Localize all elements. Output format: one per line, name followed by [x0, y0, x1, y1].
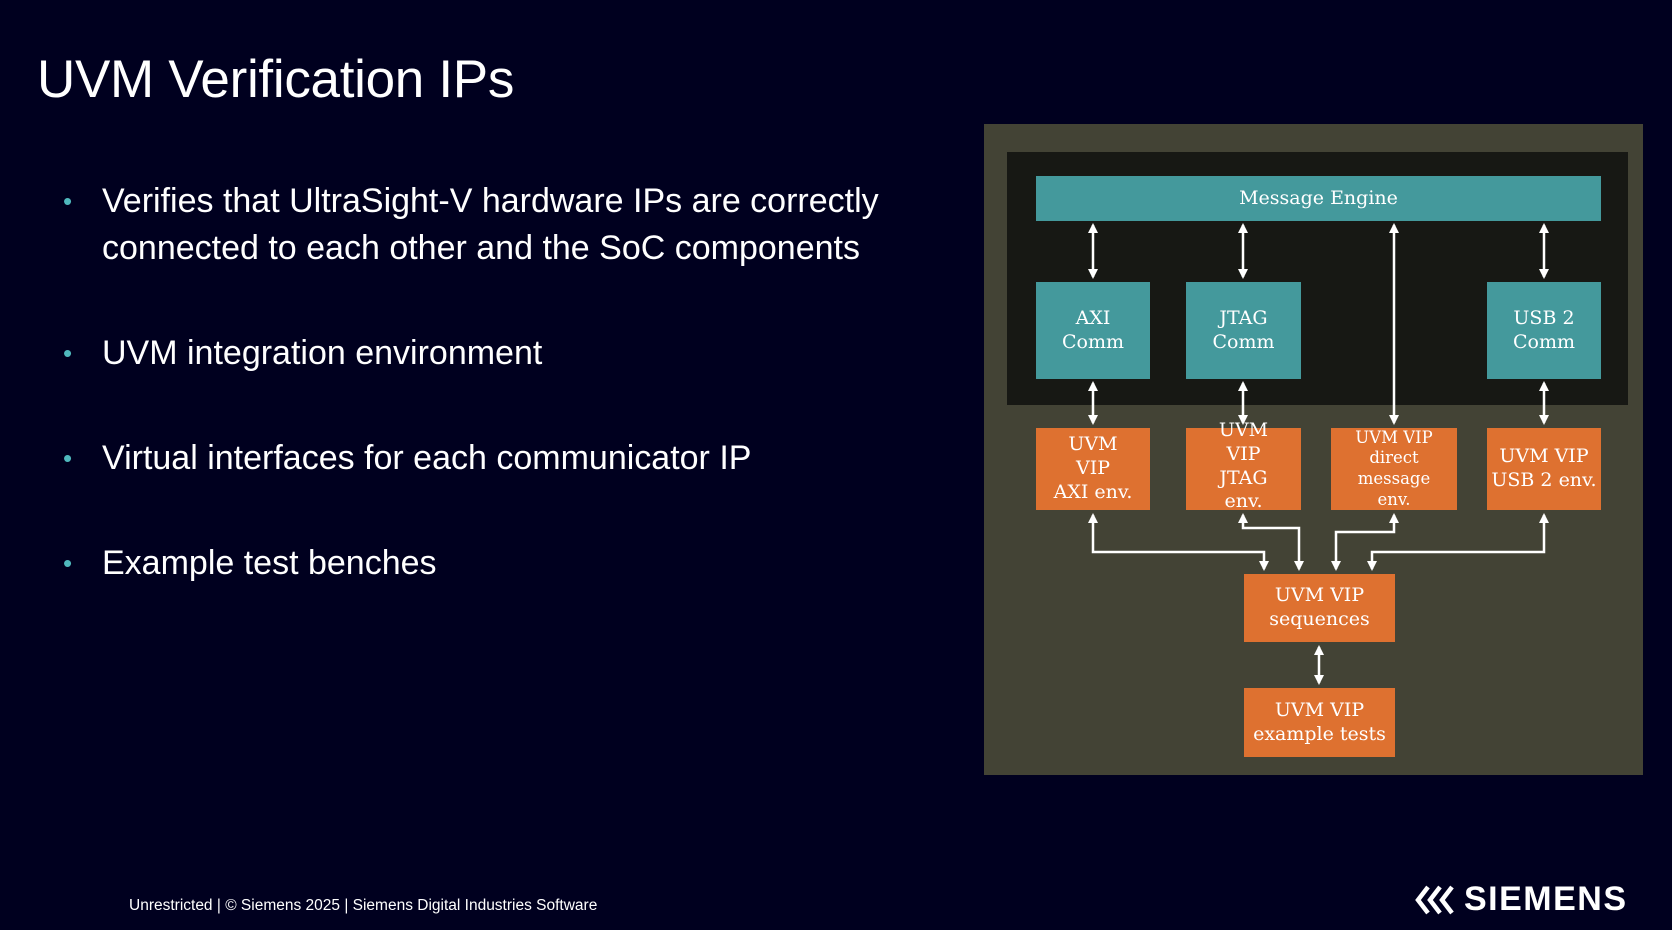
bullet-dot-icon: • — [63, 338, 73, 368]
uvm-vip-direct-box: UVM VIP direct message env. — [1331, 428, 1457, 510]
bullet-item: • Example test benches — [60, 540, 940, 587]
bullet-dot-icon: • — [63, 548, 73, 578]
arrow-usbvip-seq — [1367, 513, 1549, 571]
uvm-vip-usb-box: UVM VIP USB 2 env. — [1487, 428, 1601, 510]
jtag-comm-box: JTAG Comm — [1186, 282, 1301, 379]
uvm-vip-jtag-box: UVM VIP JTAG env. — [1186, 419, 1301, 512]
siemens-logo: SIEMENS — [1414, 880, 1628, 919]
uvm-vip-sequences-box: UVM VIP sequences — [1244, 574, 1395, 642]
siemens-wordmark: SIEMENS — [1464, 880, 1628, 918]
uvm-vip-axi-label: UVM VIP AXI env. — [1053, 433, 1133, 503]
arrow-jtagvip-seq — [1238, 513, 1304, 571]
slide-title: UVM Verification IPs — [37, 50, 515, 109]
architecture-diagram: Message Engine AXI Comm JTAG Comm USB 2 … — [984, 124, 1643, 775]
uvm-vip-tests-box: UVM VIP example tests — [1244, 688, 1395, 757]
bullet-item: • Virtual interfaces for each communicato… — [60, 435, 940, 482]
message-engine-box: Message Engine — [1036, 176, 1601, 221]
bullet-text: UVM integration environment — [102, 334, 543, 372]
axi-comm-box: AXI Comm — [1036, 282, 1150, 379]
jtag-comm-label: JTAG Comm — [1212, 306, 1275, 353]
uvm-vip-jtag-label: UVM VIP JTAG env. — [1218, 419, 1269, 513]
bullet-list: • Verifies that UltraSight-V hardware IPs… — [60, 178, 940, 645]
bullet-text: Example test benches — [102, 544, 437, 582]
usb-comm-label: USB 2 Comm — [1512, 306, 1575, 353]
arrow-axivip-seq — [1088, 513, 1269, 571]
uvm-vip-sequences-label: UVM VIP sequences — [1269, 584, 1370, 630]
bullet-item: • Verifies that UltraSight-V hardware IPs… — [60, 178, 940, 272]
connector-arrows — [1088, 223, 1549, 685]
arrow-directvip-seq — [1331, 513, 1399, 571]
uvm-vip-axi-box: UVM VIP AXI env. — [1036, 428, 1150, 510]
bullet-dot-icon: • — [63, 186, 73, 216]
axi-comm-label: AXI Comm — [1061, 306, 1124, 353]
uvm-vip-tests-label: UVM VIP example tests — [1253, 698, 1386, 745]
uvm-vip-direct-label: UVM VIP direct message env. — [1355, 427, 1433, 509]
usb-comm-box: USB 2 Comm — [1487, 282, 1601, 379]
uvm-vip-usb-label: UVM VIP USB 2 env. — [1491, 445, 1597, 491]
footer-text: Unrestricted | © Siemens 2025 | Siemens … — [129, 897, 598, 914]
bullet-text: Verifies that UltraSight-V hardware IPs … — [102, 182, 879, 267]
bullet-item: • UVM integration environment — [60, 330, 940, 377]
message-engine-label: Message Engine — [1239, 186, 1398, 209]
bullet-dot-icon: • — [63, 443, 73, 473]
bullet-text: Virtual interfaces for each communicator… — [102, 439, 752, 477]
chevron-double-left-icon — [1415, 885, 1454, 914]
